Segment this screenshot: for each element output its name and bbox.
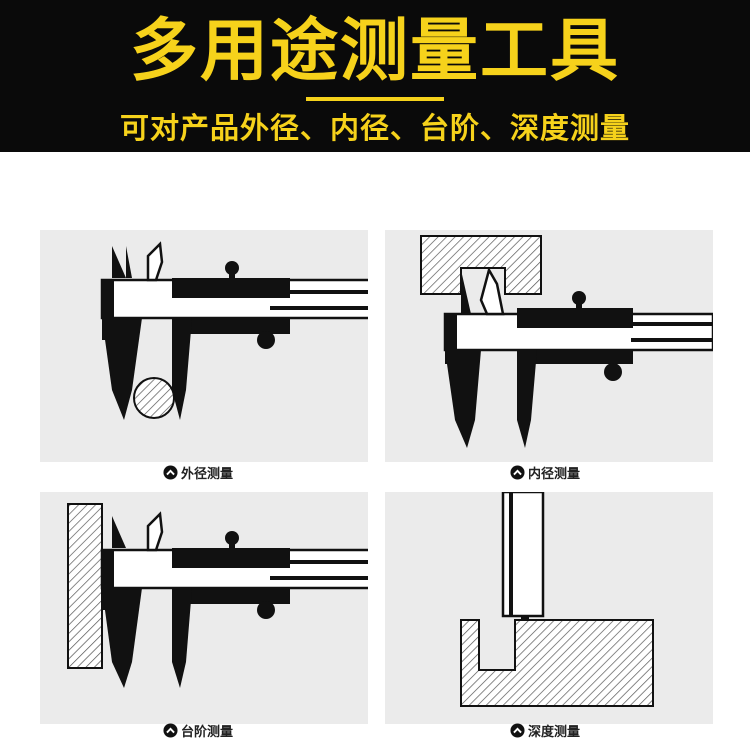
caliper-depth-illustration (460, 492, 654, 707)
caliper-inner-diameter-illustration (420, 235, 713, 448)
caption-label: 外径测量 (181, 466, 234, 482)
caption-step: 台阶测量 (163, 720, 233, 740)
title-underline (306, 97, 444, 101)
panel-step (40, 492, 368, 724)
caption-label: 深度测量 (528, 724, 581, 740)
page-title: 多用途测量工具 (129, 12, 620, 91)
caption-depth: 深度测量 (510, 720, 580, 740)
caption-inner-diameter: 内径测量 (510, 462, 580, 482)
page-subtitle: 可对产品外径、内径、台阶、深度测量 (119, 111, 630, 145)
caliper-step-illustration (67, 503, 368, 688)
chevron-up-circle-icon (163, 723, 178, 738)
chevron-up-circle-icon (163, 465, 178, 480)
panel-inner-diameter (385, 230, 713, 462)
caption-label: 内径测量 (528, 466, 581, 482)
chevron-up-circle-icon (510, 465, 525, 480)
caption-outer-diameter: 外径测量 (163, 462, 233, 482)
chevron-up-circle-icon (510, 723, 525, 738)
panel-depth (385, 492, 713, 724)
panel-outer-diameter (40, 230, 368, 462)
header-banner: 多用途测量工具 可对产品外径、内径、台阶、深度测量 (0, 0, 750, 152)
caliper-outer-diameter-illustration (100, 241, 368, 420)
caption-label: 台阶测量 (181, 724, 234, 740)
